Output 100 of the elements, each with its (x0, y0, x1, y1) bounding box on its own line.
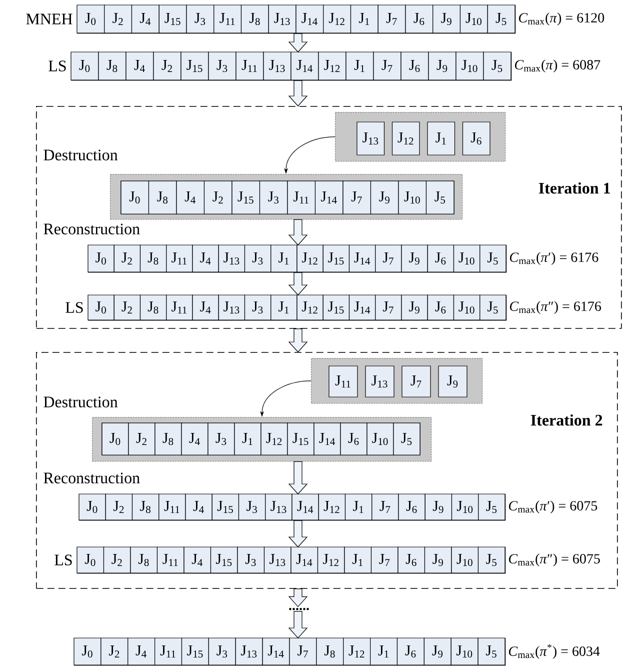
job-cell: J$_{2}$ (103, 546, 131, 574)
job-cell: J$_{12}$ (260, 422, 288, 456)
job-cell: J$_{15}$ (158, 4, 187, 34)
job-cell: J$_{12}$ (323, 4, 352, 34)
job-cell: J$_{14}$ (348, 294, 376, 320)
job-cell: J$_{7}$ (342, 180, 372, 214)
job-cell: J$_{6}$ (462, 122, 490, 156)
job-cell: J$_{5}$ (478, 494, 506, 520)
job-cell: J$_{0}$ (120, 180, 150, 214)
makespan-formula: C$_{max}$(π′) = 6075 (508, 500, 598, 514)
job-cell: J$_{12}$ (296, 244, 324, 272)
job-cell: J$_{15}$ (212, 494, 240, 520)
job-cell: J$_{3}$ (237, 546, 265, 574)
job-cell: J$_{4}$ (184, 546, 212, 574)
job-cell: J$_{1}$ (427, 122, 456, 156)
job-cell: J$_{6}$ (396, 638, 424, 666)
job-cell: J$_{3}$ (186, 4, 214, 34)
step-label: Destruction (44, 396, 118, 408)
job-cell: J$_{3}$ (238, 494, 266, 520)
job-cell: J$_{1}$ (234, 422, 262, 456)
job-cell: J$_{9}$ (424, 494, 452, 520)
job-cell: J$_{3}$ (244, 244, 272, 272)
job-cell: J$_{0}$ (74, 638, 102, 666)
job-cell: J$_{9}$ (424, 638, 452, 666)
job-cell: J$_{6}$ (398, 546, 426, 574)
makespan-formula: C$_{max}$(π″) = 6075 (508, 554, 600, 566)
job-cell: J$_{11}$ (154, 638, 182, 666)
job-cell: J$_{9}$ (401, 244, 428, 272)
job-cell: J$_{5}$ (478, 546, 506, 574)
job-cell: J$_{13}$ (356, 122, 385, 156)
row-label: LS (48, 60, 66, 72)
job-group-box (311, 358, 483, 404)
block-arrow (288, 611, 308, 638)
job-cell: J$_{6}$ (427, 244, 454, 272)
block-arrow (288, 33, 308, 52)
job-cell: J$_{0}$ (88, 294, 114, 320)
job-cell: J$_{14}$ (290, 52, 319, 80)
job-cell: J$_{3}$ (208, 52, 236, 80)
job-cell: J$_{7}$ (373, 52, 402, 80)
job-cell: J$_{13}$ (263, 52, 292, 80)
job-cell: J$_{9}$ (424, 546, 452, 574)
job-cell: J$_{3}$ (259, 180, 288, 214)
job-cell: J$_{5}$ (478, 638, 506, 666)
job-cell: J$_{2}$ (114, 294, 141, 320)
job-cell: J$_{11}$ (158, 494, 186, 520)
job-cell: J$_{0}$ (76, 4, 105, 34)
job-cell: J$_{14}$ (314, 180, 344, 214)
job-cell: J$_{2}$ (104, 4, 132, 34)
job-cell: J$_{12}$ (296, 294, 324, 320)
job-cell: J$_{7}$ (372, 494, 399, 520)
job-cell: J$_{7}$ (289, 638, 317, 666)
job-cell: J$_{9}$ (370, 180, 399, 214)
job-cell: J$_{4}$ (128, 638, 156, 666)
job-cell: J$_{8}$ (240, 4, 269, 34)
job-cell: J$_{5}$ (480, 294, 506, 320)
job-cell: J$_{2}$ (128, 422, 156, 456)
job-cell: J$_{10}$ (450, 638, 478, 666)
job-cell: J$_{12}$ (318, 52, 346, 80)
job-cell: J$_{8}$ (98, 52, 126, 80)
job-cell: J$_{2}$ (100, 638, 128, 666)
job-cell: J$_{13}$ (218, 294, 246, 320)
row-label: LS (54, 554, 72, 566)
job-cell: J$_{7}$ (375, 244, 402, 272)
makespan-formula: C$_{max}$(π′) = 6176 (510, 252, 598, 265)
row-label: MNEH (26, 14, 72, 24)
job-cell: J$_{15}$ (287, 422, 314, 456)
block-arrow (288, 588, 308, 608)
job-cell: J$_{14}$ (296, 4, 324, 34)
job-cell: J$_{1}$ (350, 4, 378, 34)
job-cell: J$_{11}$ (214, 4, 242, 34)
job-cell: J$_{15}$ (210, 546, 238, 574)
job-cell: J$_{4}$ (176, 180, 205, 214)
job-cell: J$_{10}$ (451, 494, 479, 520)
job-cell: J$_{8}$ (132, 494, 160, 520)
block-arrow (288, 461, 308, 494)
row-label: LS (66, 302, 83, 313)
job-cell: J$_{5}$ (393, 422, 420, 456)
job-cell: J$_{7}$ (378, 4, 406, 34)
job-cell: J$_{1}$ (270, 294, 298, 320)
job-cell: J$_{1}$ (344, 546, 372, 574)
job-cell: J$_{3}$ (208, 422, 235, 456)
job-cell: J$_{2}$ (153, 52, 182, 80)
job-cell: J$_{8}$ (140, 294, 167, 320)
job-cell: J$_{14}$ (292, 494, 319, 520)
job-cell: J$_{0}$ (70, 52, 99, 80)
job-cell: J$_{6}$ (405, 4, 434, 34)
job-group-box (110, 174, 463, 220)
job-cell: J$_{10}$ (398, 180, 427, 214)
job-cell: J$_{1}$ (270, 244, 298, 272)
job-cell: J$_{10}$ (366, 422, 394, 456)
job-cell: J$_{15}$ (322, 244, 350, 272)
job-cell: J$_{11}$ (156, 546, 184, 574)
job-cell: J$_{13}$ (218, 244, 246, 272)
job-cell: J$_{6}$ (400, 52, 429, 80)
job-cell: J$_{4}$ (192, 244, 219, 272)
job-cell: J$_{1}$ (344, 494, 372, 520)
step-label: Destruction (44, 150, 118, 160)
makespan-formula: C$_{max}$(π$^{*}$) = 6034 (508, 644, 600, 659)
makespan-formula: C$_{max}$(π) = 6120 (518, 12, 604, 26)
job-cell: J$_{8}$ (154, 422, 182, 456)
